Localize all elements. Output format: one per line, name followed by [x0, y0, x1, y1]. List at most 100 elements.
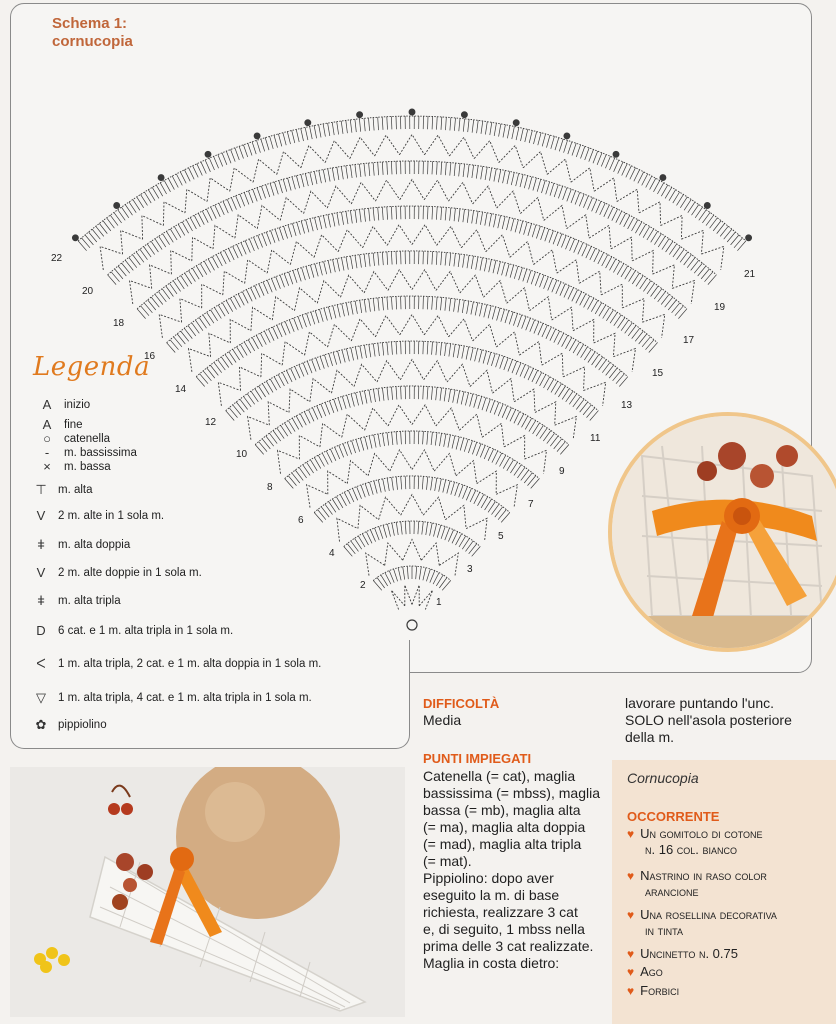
chain-loop — [551, 306, 574, 331]
stitch-mark — [465, 540, 474, 552]
row-number-label: 18 — [113, 318, 125, 329]
stitch-mark — [368, 298, 371, 312]
stitch-mark — [629, 167, 636, 180]
stitch-mark — [571, 289, 578, 302]
stitch-mark — [536, 225, 541, 239]
stitch-mark — [448, 343, 452, 357]
stitch-mark — [218, 202, 225, 216]
chain-loop — [701, 245, 725, 270]
legend-label: catenella — [64, 432, 111, 445]
stitch-mark — [480, 211, 483, 225]
stitch-mark — [690, 259, 700, 271]
stitch-mark — [381, 252, 384, 266]
stitch-mark — [431, 296, 433, 310]
stitch-mark — [645, 175, 653, 188]
stitch-mark — [345, 256, 349, 270]
stitch-mark — [596, 152, 603, 166]
stitch-mark — [217, 154, 224, 167]
stitch-mark — [386, 296, 389, 310]
chain-loop — [390, 589, 406, 610]
stitch-mark — [382, 433, 385, 447]
stitch-mark — [263, 330, 271, 343]
stitch-mark — [301, 267, 306, 281]
stitch-mark — [237, 293, 245, 306]
continuation-line: lavorare puntando l'unc. — [625, 695, 774, 711]
stitch-mark — [292, 270, 298, 283]
stitch-mark — [336, 121, 339, 135]
side-caption: Cornucopia — [627, 770, 699, 786]
row-number-label: 8 — [267, 482, 273, 493]
stitch-mark — [579, 401, 589, 413]
stitch-mark — [537, 132, 542, 146]
stitch-mark — [187, 325, 197, 337]
stitch-mark — [485, 399, 491, 412]
stitch-mark — [723, 228, 733, 240]
stitch-mark — [327, 122, 331, 136]
stitch-mark — [368, 435, 373, 449]
stitch-mark — [229, 298, 237, 310]
stitch-arc — [284, 430, 540, 479]
stitch-mark — [374, 527, 380, 541]
chain-loop — [353, 363, 378, 387]
stitches-line: Catenella (= cat), maglia — [423, 768, 576, 784]
stitch-mark — [461, 300, 465, 314]
stitch-mark — [637, 171, 645, 184]
chain-loop — [120, 229, 143, 255]
stitches-line: Maglia in costa dietro: — [423, 955, 560, 971]
chain-loop — [529, 295, 553, 321]
stitch-mark — [402, 566, 406, 580]
stitches-line: (= mat). — [423, 853, 472, 869]
stitch-mark — [288, 420, 296, 432]
stitch-mark — [592, 150, 599, 164]
chain-loop — [400, 493, 424, 516]
stitch-mark — [461, 345, 465, 359]
stitch-mark — [737, 240, 747, 251]
stitch-mark — [380, 574, 388, 587]
stitch-mark — [198, 317, 207, 329]
stitch-mark — [569, 393, 578, 405]
stitch-mark — [583, 295, 591, 308]
stitch-mark — [377, 479, 382, 493]
chain-loop — [187, 347, 211, 372]
stitch-mark — [243, 396, 252, 408]
row-number-label: 22 — [51, 253, 63, 264]
stitch-mark — [462, 209, 465, 223]
stitch-mark — [250, 390, 259, 402]
stitch-mark — [393, 568, 398, 582]
chain-loop — [365, 552, 385, 576]
stitch-mark — [519, 174, 524, 188]
stitch-mark — [188, 270, 196, 282]
stitch-mark — [537, 323, 544, 336]
stitch-mark — [528, 176, 533, 190]
chain-loop — [473, 139, 500, 163]
stitch-mark — [609, 157, 616, 171]
stitch-mark — [550, 435, 559, 447]
chain-loop — [616, 188, 640, 213]
chain-loop — [384, 541, 404, 566]
stitch-mark — [531, 370, 538, 383]
stitch-mark — [369, 482, 374, 495]
stitch-mark — [172, 280, 181, 292]
stitch-mark — [674, 305, 684, 316]
stitch-mark — [117, 209, 126, 221]
chain-loop — [520, 196, 545, 221]
stitch-mark — [232, 349, 240, 361]
stitch-mark — [386, 342, 389, 356]
stitch-arc — [107, 160, 717, 276]
legend-symbol-icon: V — [36, 565, 46, 580]
stitch-mark — [382, 342, 385, 356]
stitch-mark — [444, 297, 447, 311]
chain-loop — [522, 150, 548, 175]
stitch-mark — [657, 291, 666, 303]
stitch-mark — [441, 580, 451, 591]
stitch-mark — [170, 228, 178, 241]
stitch-mark — [489, 122, 493, 136]
stitch-mark — [521, 415, 529, 428]
stitch-mark — [668, 189, 676, 201]
stitch-mark — [252, 189, 258, 202]
chain-loop — [247, 415, 270, 440]
stitches-line: bassissima (= mbss), maglia — [423, 785, 600, 801]
